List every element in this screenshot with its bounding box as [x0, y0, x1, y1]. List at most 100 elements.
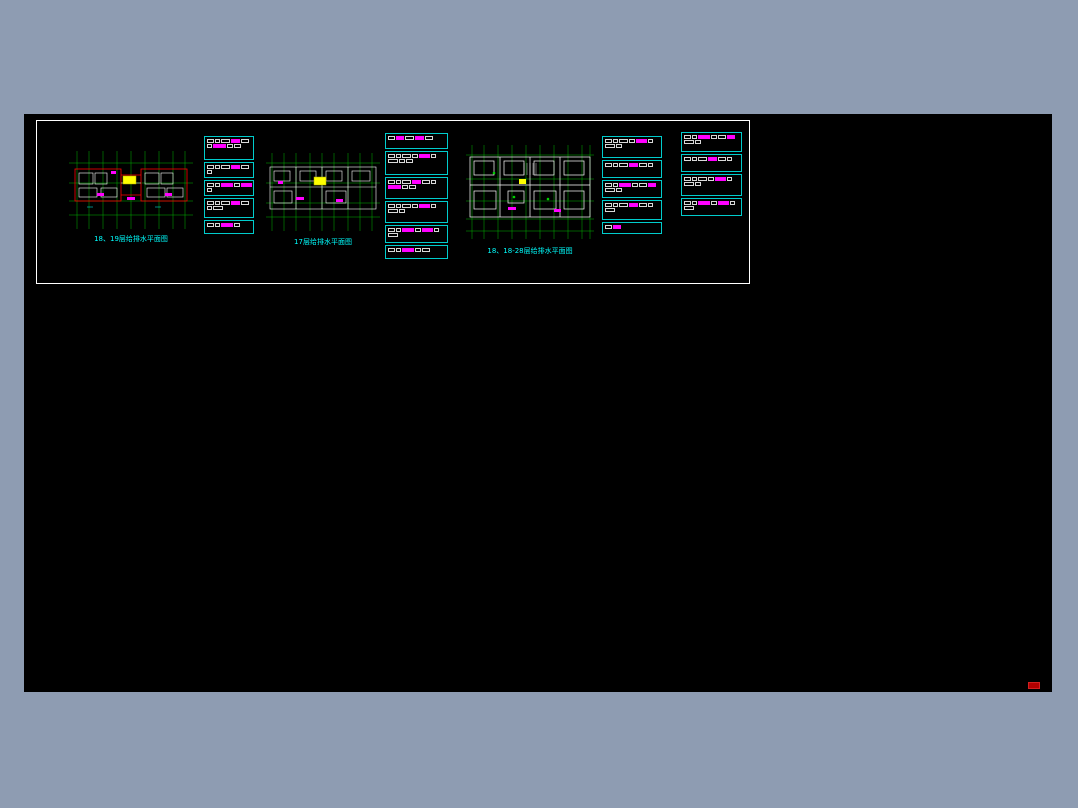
legend-symbol-box [402, 180, 411, 184]
legend-symbol-box [730, 201, 735, 205]
legend-section [681, 198, 742, 216]
legend-symbol-box [215, 183, 220, 187]
legend-symbol-box [605, 225, 612, 229]
legend-symbol-box [613, 139, 618, 143]
legend-panel-2 [385, 133, 448, 259]
legend-symbol-box [409, 185, 416, 189]
legend-tag-magenta [419, 204, 430, 208]
legend-symbol-box [402, 204, 411, 208]
legend-section [385, 133, 448, 149]
floor-plan-3-drawing [466, 145, 594, 239]
legend-tag-magenta [718, 201, 729, 205]
legend-section [204, 162, 254, 178]
legend-symbol-box [215, 165, 220, 169]
legend-tag-magenta [619, 183, 631, 187]
legend-symbol-box [215, 201, 220, 205]
equipment-tags [97, 171, 172, 200]
legend-section [681, 132, 742, 152]
legend-tag-magenta [396, 136, 404, 140]
legend-symbol-box [616, 144, 622, 148]
floor-plan-3-caption: 18、18-28层给排水平面图 [487, 247, 573, 255]
legend-tag-magenta [231, 139, 240, 143]
legend-symbol-box [639, 203, 647, 207]
legend-symbol-box [412, 204, 418, 208]
legend-section [204, 180, 254, 196]
legend-symbol-box [619, 163, 628, 167]
legend-symbol-box [399, 209, 405, 213]
legend-symbol-box [227, 144, 233, 148]
legend-symbol-box [613, 183, 618, 187]
legend-symbol-box [605, 208, 615, 212]
legend-symbol-box [605, 183, 612, 187]
legend-symbol-box [434, 228, 439, 232]
legend-section [602, 160, 662, 178]
floor-plan-2: 17层给排水平面图 [264, 151, 382, 255]
legend-tag-magenta [648, 183, 656, 187]
legend-symbol-box [241, 201, 249, 205]
legend-symbol-box [619, 139, 628, 143]
legend-symbol-box [415, 228, 421, 232]
legend-section [385, 225, 448, 243]
legend-symbol-box [221, 139, 230, 143]
legend-symbol-box [708, 177, 714, 181]
legend-symbol-box [692, 177, 697, 181]
legend-symbol-box [684, 135, 691, 139]
yellow-highlight-block [122, 175, 137, 185]
legend-symbol-box [692, 201, 697, 205]
legend-symbol-box [396, 228, 401, 232]
legend-symbol-box [605, 188, 615, 192]
floor-plan-2-caption: 17层给排水平面图 [294, 238, 352, 246]
legend-tag-magenta [708, 157, 717, 161]
legend-symbol-box [215, 139, 220, 143]
legend-symbol-box [402, 185, 408, 189]
legend-section [602, 222, 662, 234]
legend-symbol-box [388, 209, 398, 213]
legend-symbol-box [241, 165, 249, 169]
legend-symbol-box [234, 223, 240, 227]
legend-symbol-box [605, 144, 615, 148]
legend-symbol-box [234, 144, 241, 148]
walls [269, 166, 377, 210]
legend-symbol-box [639, 183, 647, 187]
legend-symbol-box [605, 139, 612, 143]
legend-section [602, 180, 662, 198]
legend-symbol-box [213, 206, 223, 210]
legend-symbol-box [629, 139, 635, 143]
legend-section [385, 245, 448, 259]
legend-symbol-box [727, 177, 732, 181]
legend-tag-magenta [422, 228, 433, 232]
legend-symbol-box [422, 248, 430, 252]
legend-tag-magenta [727, 135, 735, 139]
legend-section [602, 200, 662, 220]
legend-panel-1 [204, 136, 254, 234]
legend-tag-magenta [629, 163, 638, 167]
legend-symbol-box [605, 163, 612, 167]
legend-symbol-box [695, 182, 701, 186]
watermark-logo [1028, 682, 1040, 689]
drawing-sheet: 18、19层给排水平面图 [36, 120, 750, 284]
legend-symbol-box [207, 188, 212, 192]
legend-symbol-box [207, 165, 214, 169]
legend-section [385, 201, 448, 223]
legend-tag-magenta [241, 183, 252, 187]
legend-symbol-box [684, 177, 691, 181]
cad-canvas[interactable]: 18、19层给排水平面图 [24, 114, 1052, 692]
legend-symbol-box [718, 135, 726, 139]
legend-symbol-box [695, 140, 701, 144]
legend-symbol-box [221, 165, 230, 169]
legend-symbol-box [399, 159, 405, 163]
legend-symbol-box [684, 157, 691, 161]
legend-symbol-box [388, 180, 395, 184]
legend-symbol-box [698, 177, 707, 181]
legend-symbol-box [684, 140, 694, 144]
legend-tag-magenta [698, 201, 710, 205]
floor-plan-1-drawing [69, 151, 193, 229]
legend-section [681, 174, 742, 196]
legend-symbol-box [402, 154, 411, 158]
grid-lines [266, 153, 380, 231]
legend-tag-magenta [231, 201, 240, 205]
legend-symbol-box [619, 203, 628, 207]
legend-symbol-box [207, 144, 212, 148]
legend-symbol-box [221, 201, 230, 205]
legend-symbol-box [616, 188, 622, 192]
